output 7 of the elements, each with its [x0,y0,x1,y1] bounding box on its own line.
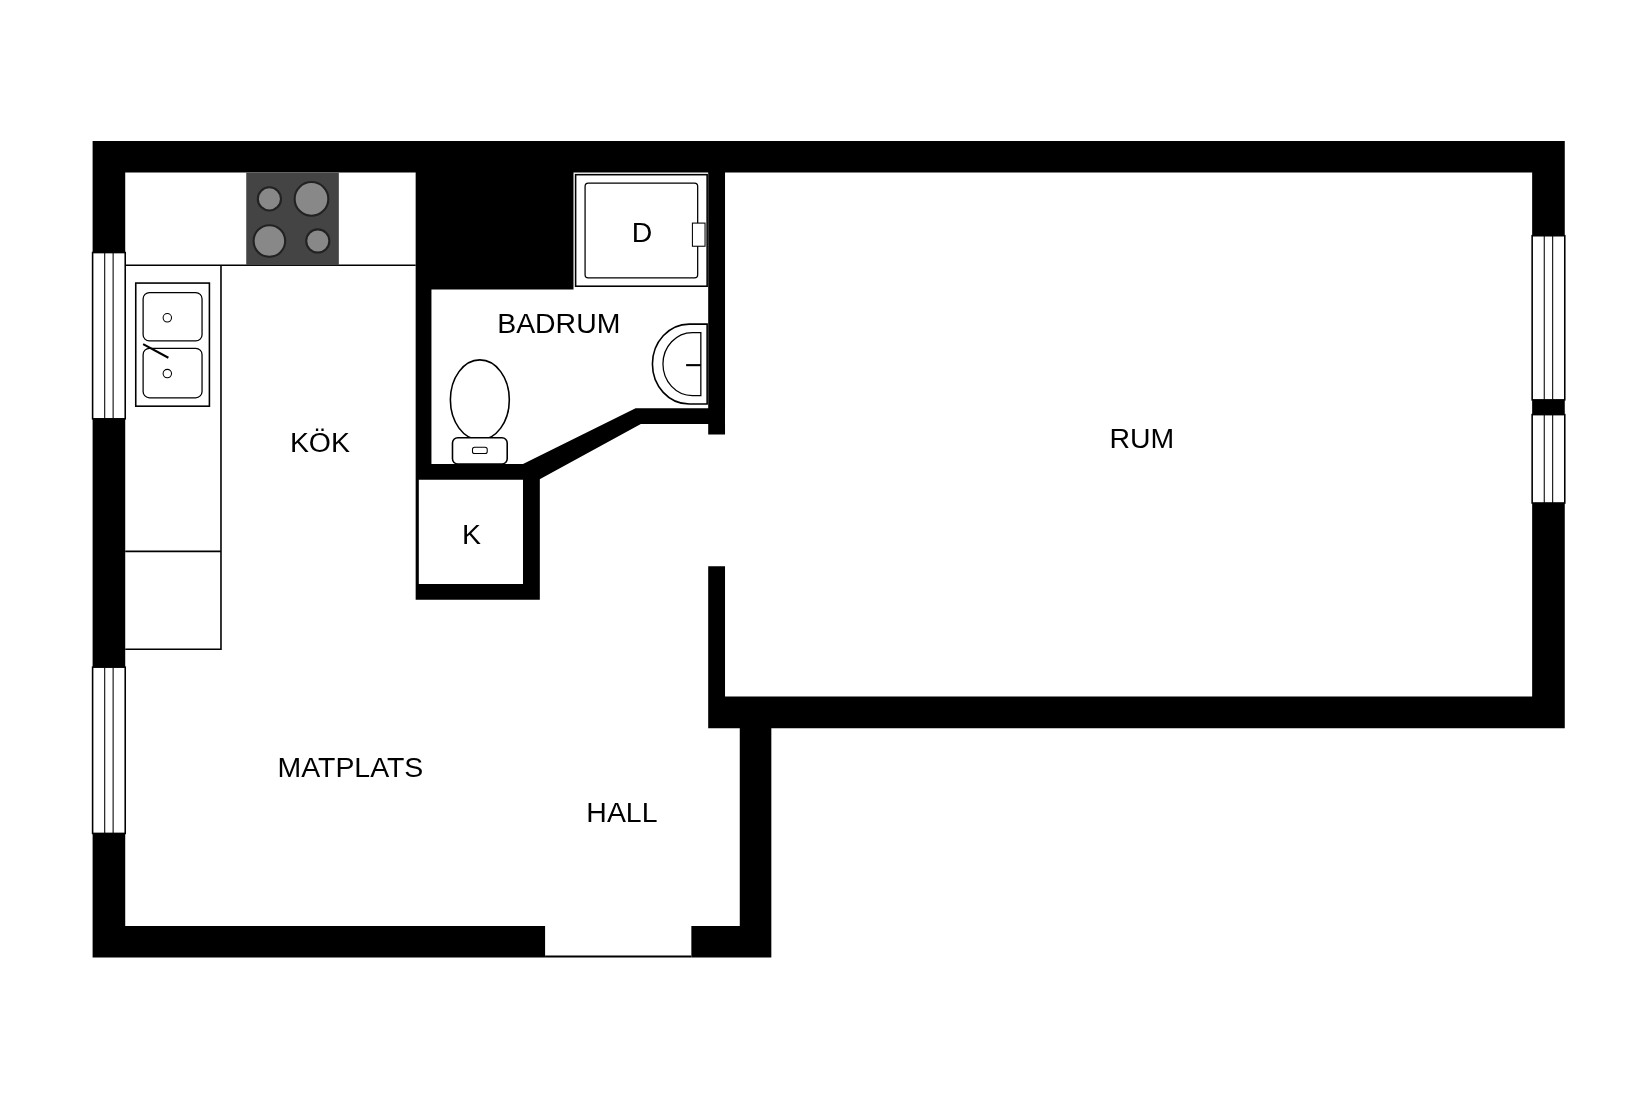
room-label: K [461,520,481,549]
room-label: HALL [586,799,658,828]
room-label: D [631,218,653,247]
room-label: MATPLATS [277,753,424,783]
room-label: KÖK [289,428,350,458]
room-label: BADRUM [497,309,621,339]
room-label: RUM [1109,424,1175,453]
